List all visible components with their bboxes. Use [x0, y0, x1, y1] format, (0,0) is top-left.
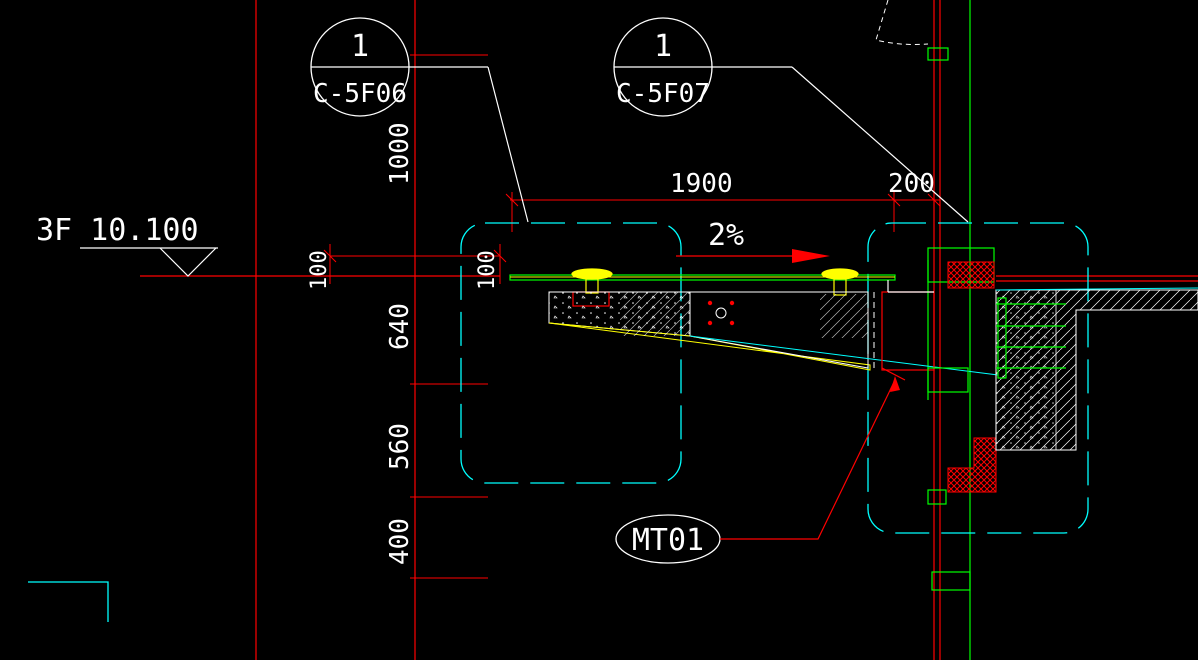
detail-boundaries — [460, 222, 1089, 534]
callout-left-sheet: C-5F06 — [313, 79, 407, 109]
vertical-dimension-texts: 1000 640 560 400 — [385, 122, 415, 565]
door-swing-arc — [875, 0, 929, 45]
cyan-slab-line — [995, 287, 1198, 291]
vertical-dimension-chain — [405, 54, 488, 579]
dim-100-left: 100 — [307, 250, 332, 290]
material-tag-label: MT01 — [632, 523, 704, 558]
dim-640: 640 — [385, 303, 415, 350]
dim-1900: 1900 — [670, 169, 733, 199]
slab-section — [995, 289, 1198, 451]
spider-fitting-right — [821, 268, 859, 296]
hatch-block-bottom — [947, 437, 997, 493]
slope-arrow — [676, 249, 830, 263]
connection-plate — [881, 291, 935, 381]
hatch-block-top — [947, 261, 995, 289]
callout-left-number: 1 — [351, 29, 369, 64]
material-tag[interactable]: MT01 — [615, 514, 721, 564]
material-tag-leader — [720, 376, 900, 540]
mullion-profile — [887, 47, 995, 591]
top-dimension-lines — [505, 192, 941, 232]
bolt-pattern — [707, 300, 735, 326]
callout-right-number: 1 — [654, 29, 672, 64]
callout-left-leader — [487, 66, 529, 223]
dim-200: 200 — [888, 169, 935, 199]
anchor-bolts — [996, 297, 1066, 379]
callout-right-sheet: C-5F07 — [616, 79, 710, 109]
small-dimensions — [323, 244, 507, 284]
dim-1000: 1000 — [385, 122, 415, 185]
dim-100-mid: 100 — [475, 250, 500, 290]
cyan-corner — [28, 581, 109, 622]
level-label: 3F 10.100 — [36, 213, 199, 248]
slope-label: 2% — [708, 218, 744, 253]
dim-560: 560 — [385, 423, 415, 470]
level-triangle — [80, 247, 218, 277]
tapered-beam — [548, 291, 999, 376]
callout-right-leader — [791, 66, 969, 223]
section-callout-right[interactable]: 1 C-5F07 — [613, 17, 792, 117]
dim-400: 400 — [385, 518, 415, 565]
section-callout-left[interactable]: 1 C-5F06 — [310, 17, 488, 117]
